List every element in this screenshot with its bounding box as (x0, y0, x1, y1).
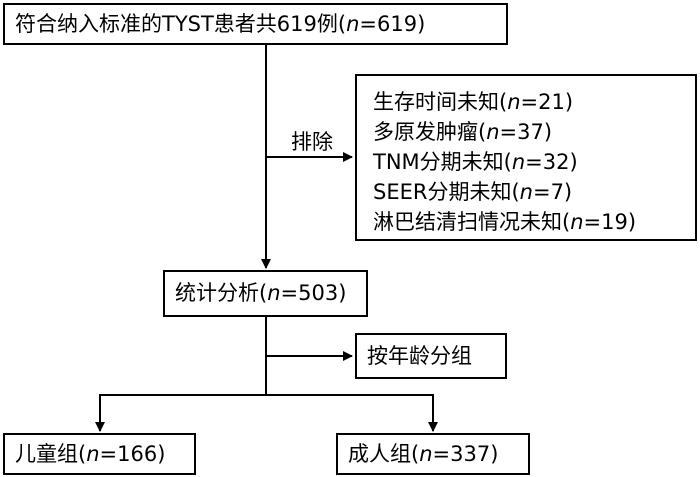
top-box: 符合纳入标准的TYST患者共619例(n=619) (3, 3, 508, 45)
exclusion-suffix: =19) (583, 210, 637, 234)
exclusion-n: n (511, 150, 526, 174)
analysis-box-suffix: =503) (280, 281, 347, 305)
child-box-prefix: 儿童组( (15, 441, 87, 466)
exclusion-n: n (486, 120, 500, 144)
top-box-suffix: =619) (359, 11, 426, 36)
exclusion-n: n (507, 90, 521, 114)
adult-box: 成人组(n=337) (336, 433, 530, 475)
exclude-label: 排除 (291, 130, 333, 154)
group-box-label: 按年龄分组 (367, 343, 472, 368)
exclusion-item: 淋巴结清扫情况未知(n=19) (373, 207, 695, 237)
adult-box-suffix: =337) (432, 441, 499, 466)
analysis-box: 统计分析(n=503) (163, 270, 368, 317)
child-box-n: n (86, 441, 100, 466)
analysis-box-prefix: 统计分析( (175, 281, 268, 305)
exclusion-item: 生存时间未知(n=21) (373, 87, 695, 117)
adult-box-prefix: 成人组( (348, 441, 420, 466)
exclusion-prefix: 淋巴结清扫情况未知( (373, 210, 571, 234)
adult-box-n: n (419, 441, 433, 466)
exclusion-suffix: =7) (532, 180, 573, 204)
exclusion-box: 生存时间未知(n=21) 多原发肿瘤(n=37) TNM分期未知(n=32) S… (355, 74, 697, 241)
group-box: 按年龄分组 (355, 333, 507, 379)
exclusion-suffix: =37) (499, 120, 553, 144)
exclusion-prefix: 生存时间未知( (373, 90, 508, 114)
exclusion-item: SEER分期未知(n=7) (373, 177, 695, 207)
top-box-prefix: 符合纳入标准的TYST患者共619例( (15, 11, 347, 36)
exclusion-prefix: SEER分期未知( (373, 180, 520, 204)
exclusion-prefix: 多原发肿瘤( (373, 120, 487, 144)
exclusion-suffix: =32) (525, 150, 578, 174)
analysis-box-n: n (267, 281, 281, 305)
child-box: 儿童组(n=166) (3, 433, 196, 475)
exclusion-n: n (519, 180, 533, 204)
exclusion-n: n (570, 210, 584, 234)
exclusion-item: 多原发肿瘤(n=37) (373, 117, 695, 147)
top-box-n: n (346, 11, 360, 36)
child-box-suffix: =166) (99, 441, 166, 466)
exclusion-suffix: =21) (520, 90, 574, 114)
exclusion-prefix: TNM分期未知( (373, 150, 512, 174)
exclusion-item: TNM分期未知(n=32) (373, 147, 695, 177)
